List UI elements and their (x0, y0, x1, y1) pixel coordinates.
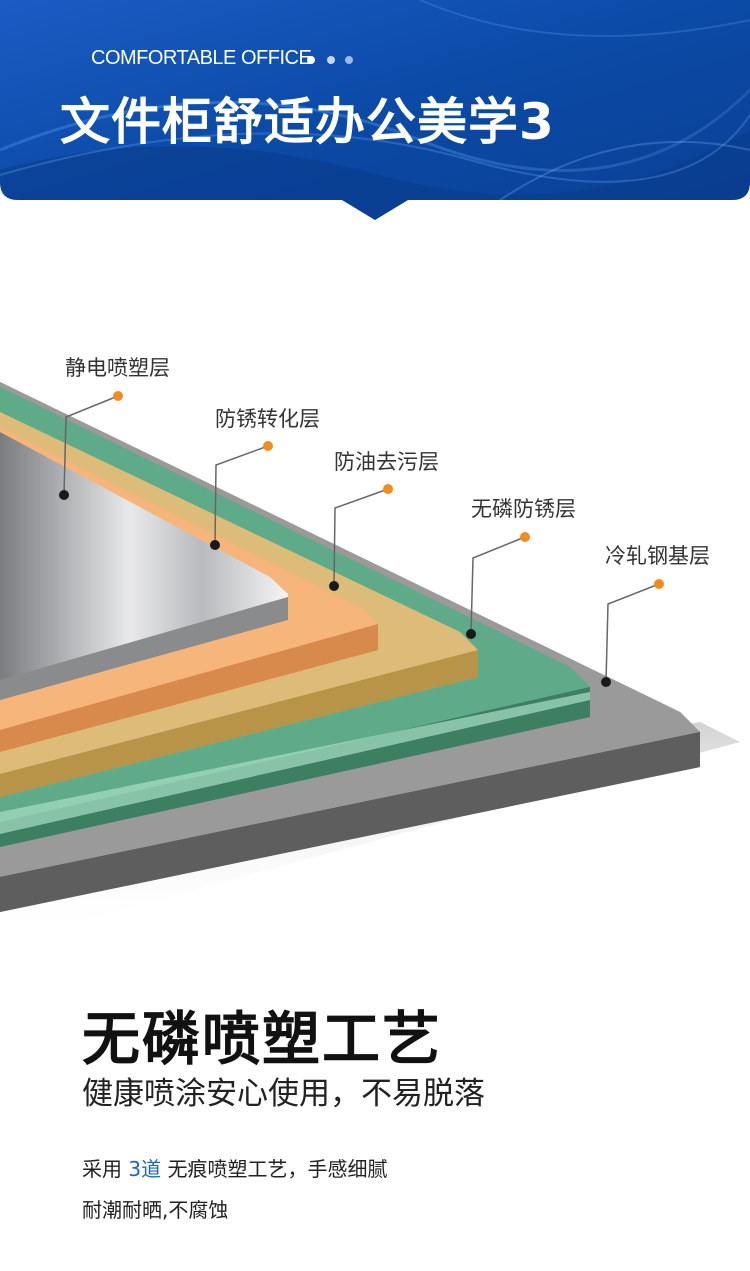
layer-label-phosphorus-free: 无磷防锈层 (471, 497, 576, 521)
leader-points (59, 391, 664, 687)
layer-point (59, 490, 69, 500)
label-marker (654, 579, 664, 589)
description-line-2: 耐潮耐晒,不腐蚀 (82, 1198, 229, 1222)
section-heading: 无磷喷塑工艺 (82, 1005, 443, 1073)
label-marker (383, 484, 393, 494)
layer-electrostatic-coating (0, 432, 288, 700)
banner-title: 文件柜舒适办公美学3 (60, 93, 555, 151)
layer-diagram (0, 382, 740, 942)
header-banner: COMFORTABLE OFFICE 文件柜舒适办公美学3 (0, 0, 750, 222)
desc-suffix: 无痕喷塑工艺，手感细腻 (161, 1157, 388, 1181)
label-marker (263, 441, 273, 451)
label-marker (113, 391, 123, 401)
layer-point (466, 629, 476, 639)
banner-subtitle: COMFORTABLE OFFICE (91, 47, 312, 69)
banner-dot (307, 56, 315, 64)
layer-point (210, 540, 220, 550)
desc-highlight: 3道 (128, 1157, 162, 1181)
layer-label-electrostatic: 静电喷塑层 (65, 356, 170, 380)
layer-label-oil-removal: 防油去污层 (334, 450, 439, 474)
layer-point (601, 677, 611, 687)
layer-label-cold-rolled: 冷轧钢基层 (605, 544, 710, 568)
section-subheading: 健康喷涂安心使用，不易脱落 (82, 1076, 485, 1112)
banner-dot (345, 56, 353, 64)
banner-background (0, 0, 750, 220)
desc-prefix: 采用 (82, 1157, 129, 1181)
label-marker (520, 532, 530, 542)
layer-label-rust-conversion: 防锈转化层 (215, 407, 320, 431)
layer-point (329, 581, 339, 591)
description-line-1: 采用 3道 无痕喷塑工艺，手感细腻 (82, 1153, 387, 1182)
banner-dot (327, 56, 335, 64)
leader-lines (63, 395, 660, 683)
